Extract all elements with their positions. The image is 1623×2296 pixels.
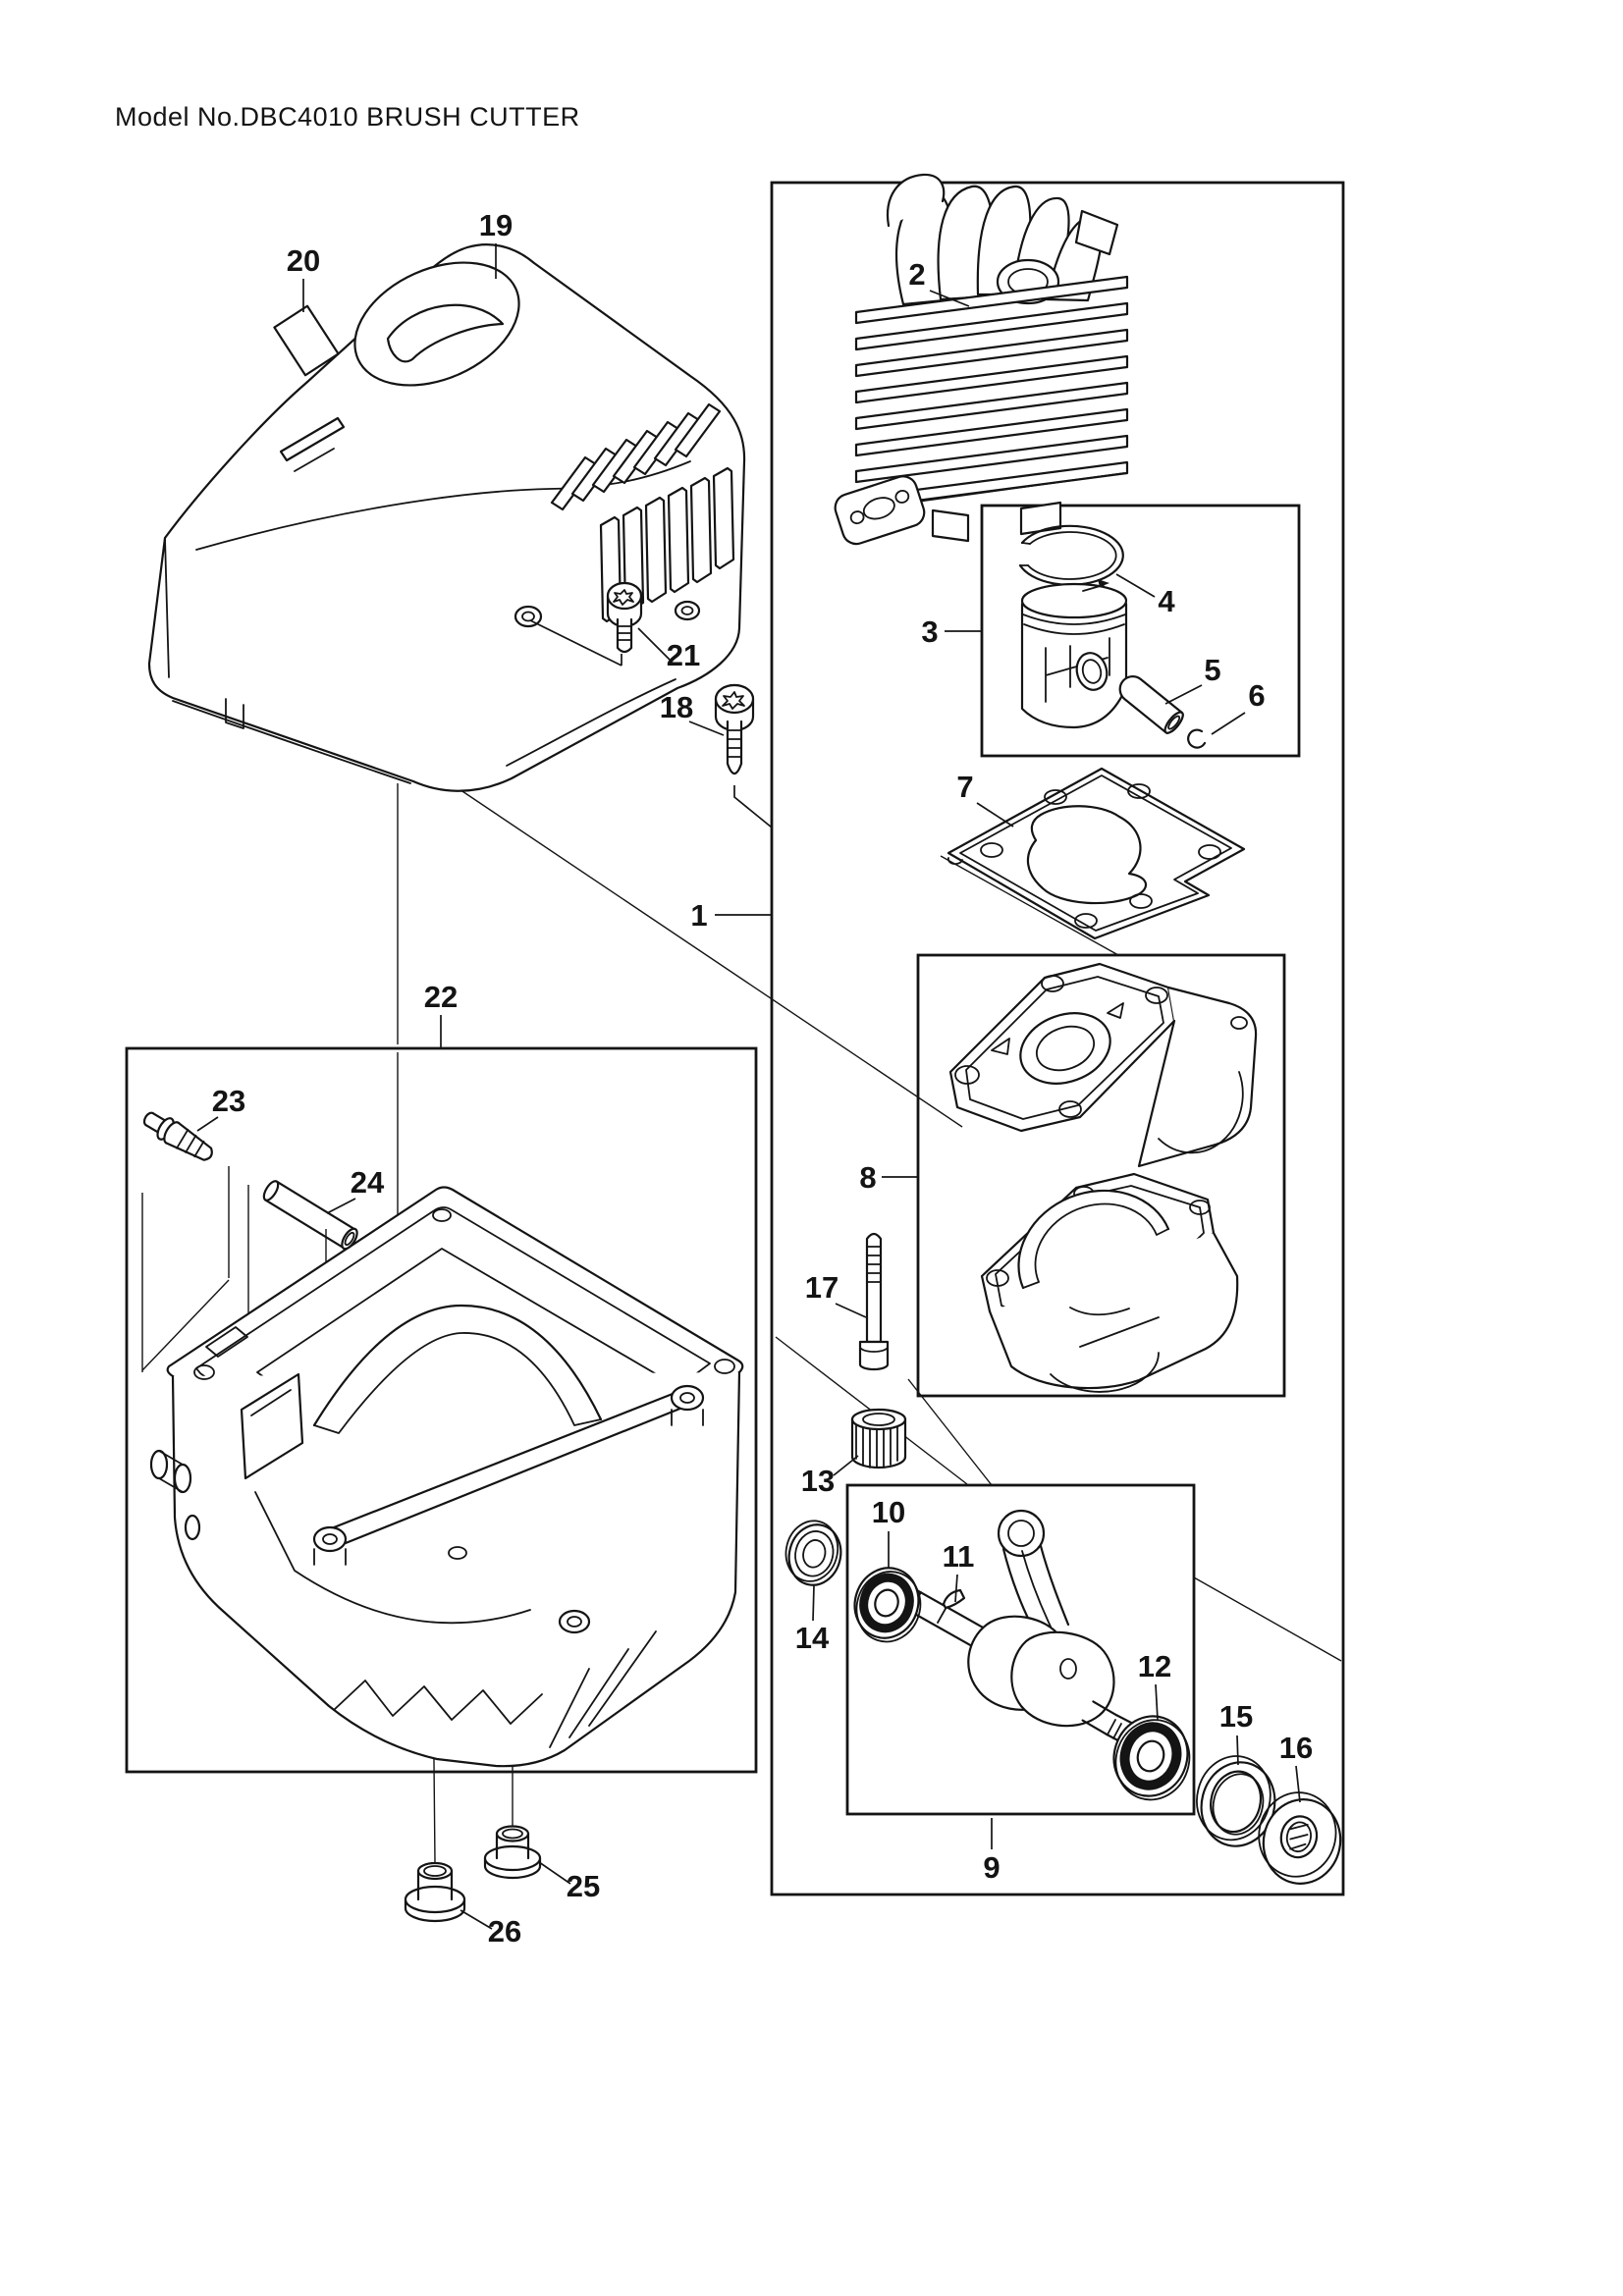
assembly-arrow-icon — [1098, 579, 1109, 587]
ball-bearing-12 — [1112, 1715, 1191, 1801]
engine-housing — [149, 1186, 744, 1768]
leader-c5 — [1164, 684, 1203, 705]
callout-24: 24 — [351, 1165, 385, 1200]
label-plate — [273, 304, 340, 377]
piston-pin-clip — [1187, 728, 1207, 749]
leader-c4 — [1115, 573, 1156, 598]
cylinder — [834, 173, 1129, 546]
assembly-box-1 — [770, 181, 1345, 1896]
leader-c13 — [833, 1455, 859, 1476]
callout-26: 26 — [488, 1914, 521, 1949]
cylinder-gasket — [947, 767, 1246, 940]
grommet-26 — [404, 1861, 466, 1923]
woodruff-key — [942, 1588, 966, 1610]
callout-12: 12 — [1138, 1649, 1171, 1683]
leader-c26 — [460, 1909, 493, 1930]
callout-13: 13 — [801, 1464, 835, 1498]
pin-sleeve — [262, 1180, 358, 1251]
screw-18 — [714, 683, 755, 775]
leader-c25 — [538, 1861, 571, 1885]
callout-25: 25 — [567, 1869, 600, 1903]
leader-lines — [196, 243, 1301, 1930]
ball-bearing-10 — [853, 1567, 922, 1643]
vent-slots-upper — [550, 402, 722, 511]
cylinder-cover — [147, 243, 746, 792]
screw-17 — [858, 1232, 890, 1371]
piston — [1020, 579, 1128, 729]
piston-ring — [1018, 524, 1124, 586]
assembly-box-9-crankshaft — [845, 1483, 1196, 1816]
leader-c21 — [637, 627, 671, 661]
seal-collar — [1258, 1791, 1342, 1885]
callout-19: 19 — [479, 208, 513, 242]
assembly-box-8-crankcase — [916, 953, 1286, 1398]
leader-c15 — [1236, 1735, 1239, 1766]
needle-bearing — [850, 1408, 907, 1469]
leader-c11 — [954, 1574, 958, 1603]
grommet-25 — [483, 1825, 542, 1880]
callout-4: 4 — [1158, 584, 1175, 618]
leader-c2 — [929, 290, 970, 307]
callout-15: 15 — [1219, 1699, 1253, 1734]
callout-3: 3 — [921, 614, 938, 649]
leader-c18 — [688, 721, 725, 736]
leader-c7 — [976, 802, 1014, 828]
crankcase-lower-half — [980, 1172, 1239, 1393]
callout-6: 6 — [1248, 678, 1265, 713]
cylinder-fins — [854, 275, 1129, 510]
callout-7: 7 — [956, 770, 973, 804]
leader-c17 — [835, 1303, 867, 1318]
screw-18-position-line — [733, 785, 773, 828]
callout-11: 11 — [943, 1539, 975, 1574]
callout-1: 1 — [690, 898, 707, 933]
piston-pin — [1118, 675, 1184, 734]
cover-slot — [279, 416, 346, 462]
callout-18: 18 — [660, 690, 693, 724]
callouts: 1 2 3 4 5 6 7 8 9 10 11 12 13 14 15 16 1… — [212, 208, 1313, 1949]
leader-c23 — [196, 1116, 219, 1132]
callout-20: 20 — [287, 243, 320, 278]
screw-21 — [606, 581, 643, 654]
callout-21: 21 — [667, 638, 700, 672]
callout-16: 16 — [1279, 1731, 1313, 1765]
leader-c12 — [1155, 1683, 1159, 1721]
screw-21-position-line — [529, 619, 622, 667]
callout-5: 5 — [1204, 653, 1220, 687]
crankcase-upper-half — [948, 962, 1258, 1168]
page-title: Model No.DBC4010 BRUSH CUTTER — [115, 102, 580, 132]
callout-14: 14 — [795, 1621, 830, 1655]
callout-2: 2 — [908, 257, 925, 292]
leader-c6 — [1211, 712, 1246, 735]
oil-seal — [784, 1520, 842, 1586]
callout-8: 8 — [859, 1160, 876, 1195]
exhaust-flange — [834, 475, 926, 546]
cover-boss-hole — [514, 605, 543, 628]
washer — [1196, 1755, 1276, 1847]
callout-10: 10 — [872, 1495, 905, 1529]
leader-c24 — [326, 1198, 356, 1214]
callout-17: 17 — [805, 1270, 839, 1305]
leader-c14 — [812, 1584, 815, 1622]
housing-left-bosses — [149, 1449, 201, 1541]
callout-9: 9 — [983, 1850, 1000, 1885]
stud — [142, 1111, 213, 1161]
leader-c16 — [1295, 1765, 1301, 1803]
callout-23: 23 — [212, 1084, 245, 1118]
callout-22: 22 — [424, 980, 458, 1014]
